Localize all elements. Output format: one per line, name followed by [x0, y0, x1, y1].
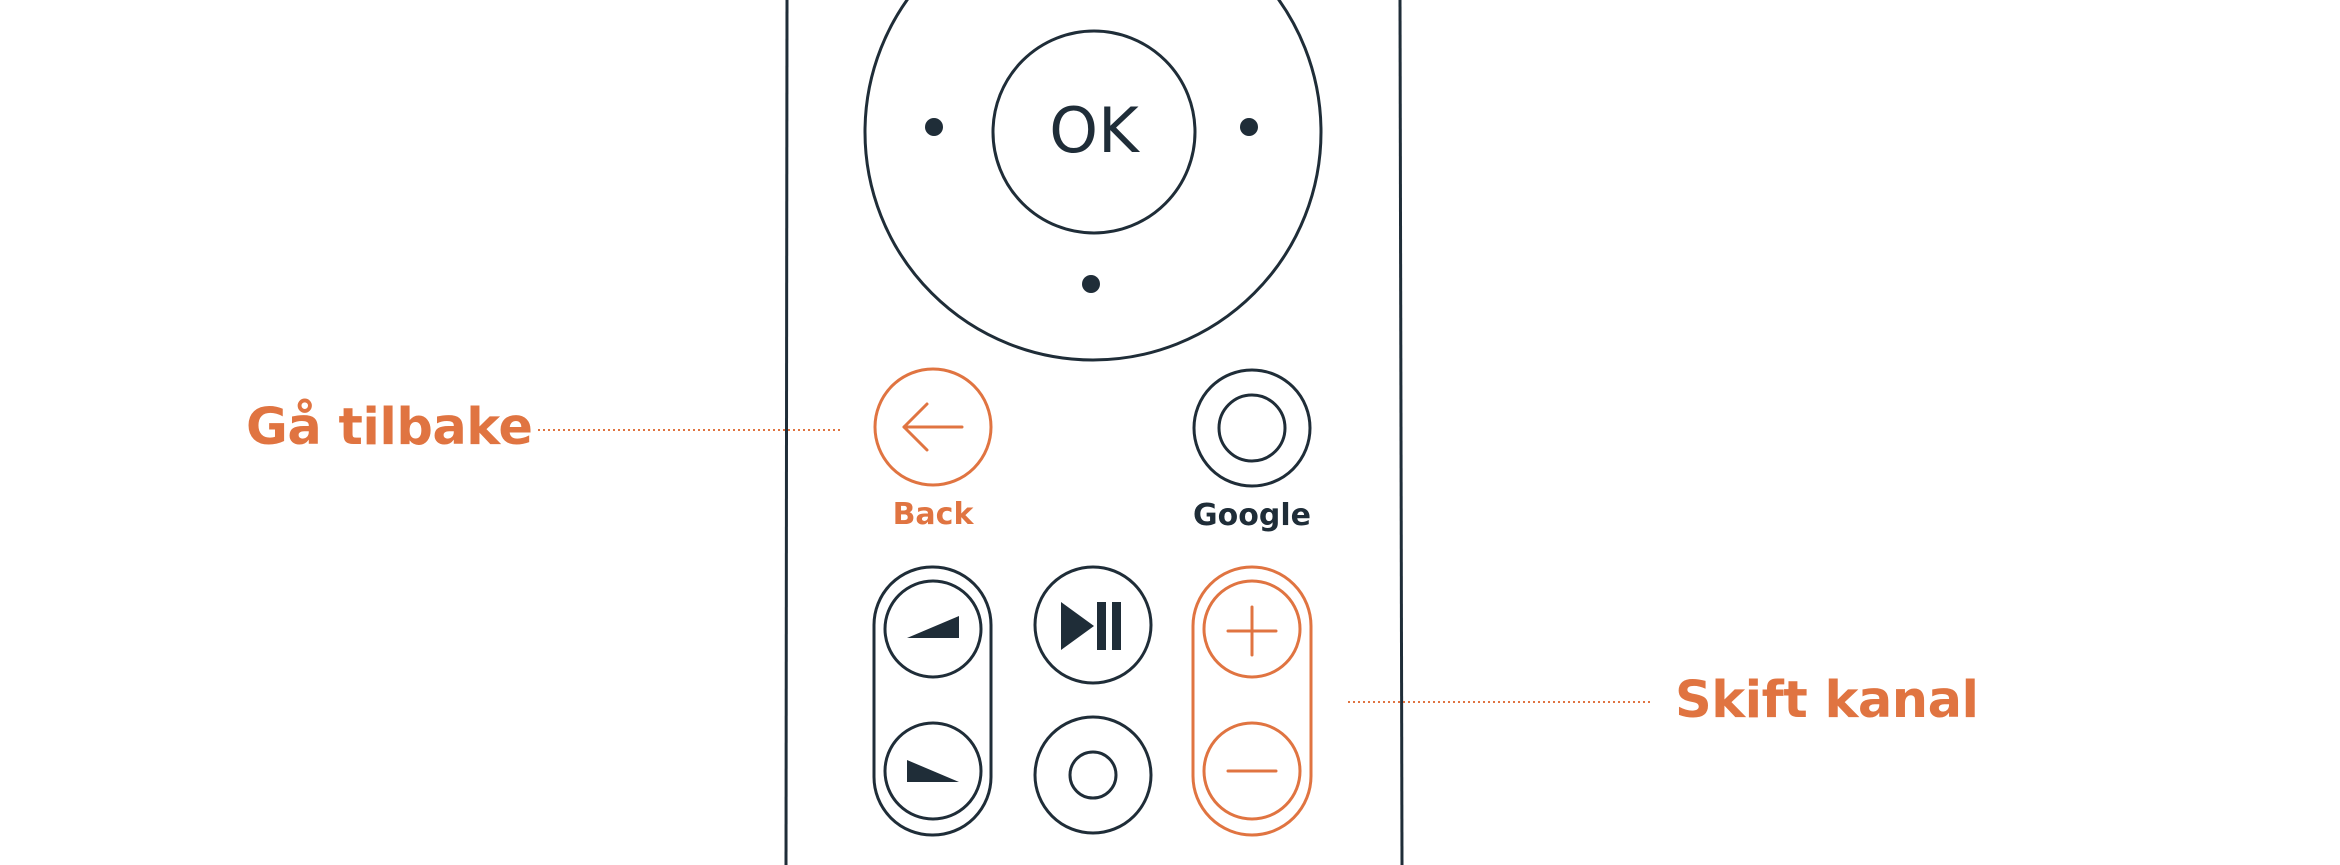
google-label: Google: [1193, 498, 1311, 533]
play-pause-icon: [1061, 602, 1121, 650]
back-button[interactable]: Back: [873, 367, 993, 532]
play-pause-button[interactable]: [1033, 565, 1153, 685]
ok-button[interactable]: [991, 29, 1197, 235]
channel-down-button[interactable]: [1202, 721, 1302, 821]
volume-rocker-body: [872, 565, 993, 837]
dpad[interactable]: OK: [863, 0, 1323, 362]
volume-up-button[interactable]: [883, 579, 983, 679]
record-button-ring[interactable]: [1033, 715, 1153, 835]
play-pause-ring[interactable]: [1033, 565, 1153, 685]
channel-callout: Skift kanal: [1675, 671, 1979, 730]
channel-rocker-body: [1191, 565, 1313, 837]
arrow-left-icon: [902, 402, 964, 452]
record-button[interactable]: [1033, 715, 1153, 835]
dpad-ring[interactable]: [863, 0, 1323, 362]
dpad-left-dot: [925, 118, 943, 136]
volume-down-button[interactable]: [883, 721, 983, 821]
google-button[interactable]: Google: [1192, 368, 1312, 533]
dpad-down-dot: [1082, 275, 1100, 293]
back-button-ring[interactable]: [873, 367, 993, 487]
volume-rocker[interactable]: [872, 565, 993, 837]
record-circle-icon: [1068, 750, 1118, 800]
channel-up-button[interactable]: [1202, 579, 1302, 679]
volume-up-wedge-icon: [907, 616, 959, 638]
ok-label: OK: [1049, 94, 1140, 167]
channel-rocker[interactable]: [1191, 565, 1313, 837]
back-label: Back: [893, 497, 975, 532]
google-circle-icon: [1217, 393, 1287, 463]
google-button-ring[interactable]: [1192, 368, 1312, 488]
plus-icon: [1226, 605, 1278, 657]
remote-body: [784, 0, 1404, 865]
back-callout: Gå tilbake: [246, 398, 533, 457]
volume-down-wedge-icon: [907, 760, 959, 782]
dpad-right-dot: [1240, 118, 1258, 136]
